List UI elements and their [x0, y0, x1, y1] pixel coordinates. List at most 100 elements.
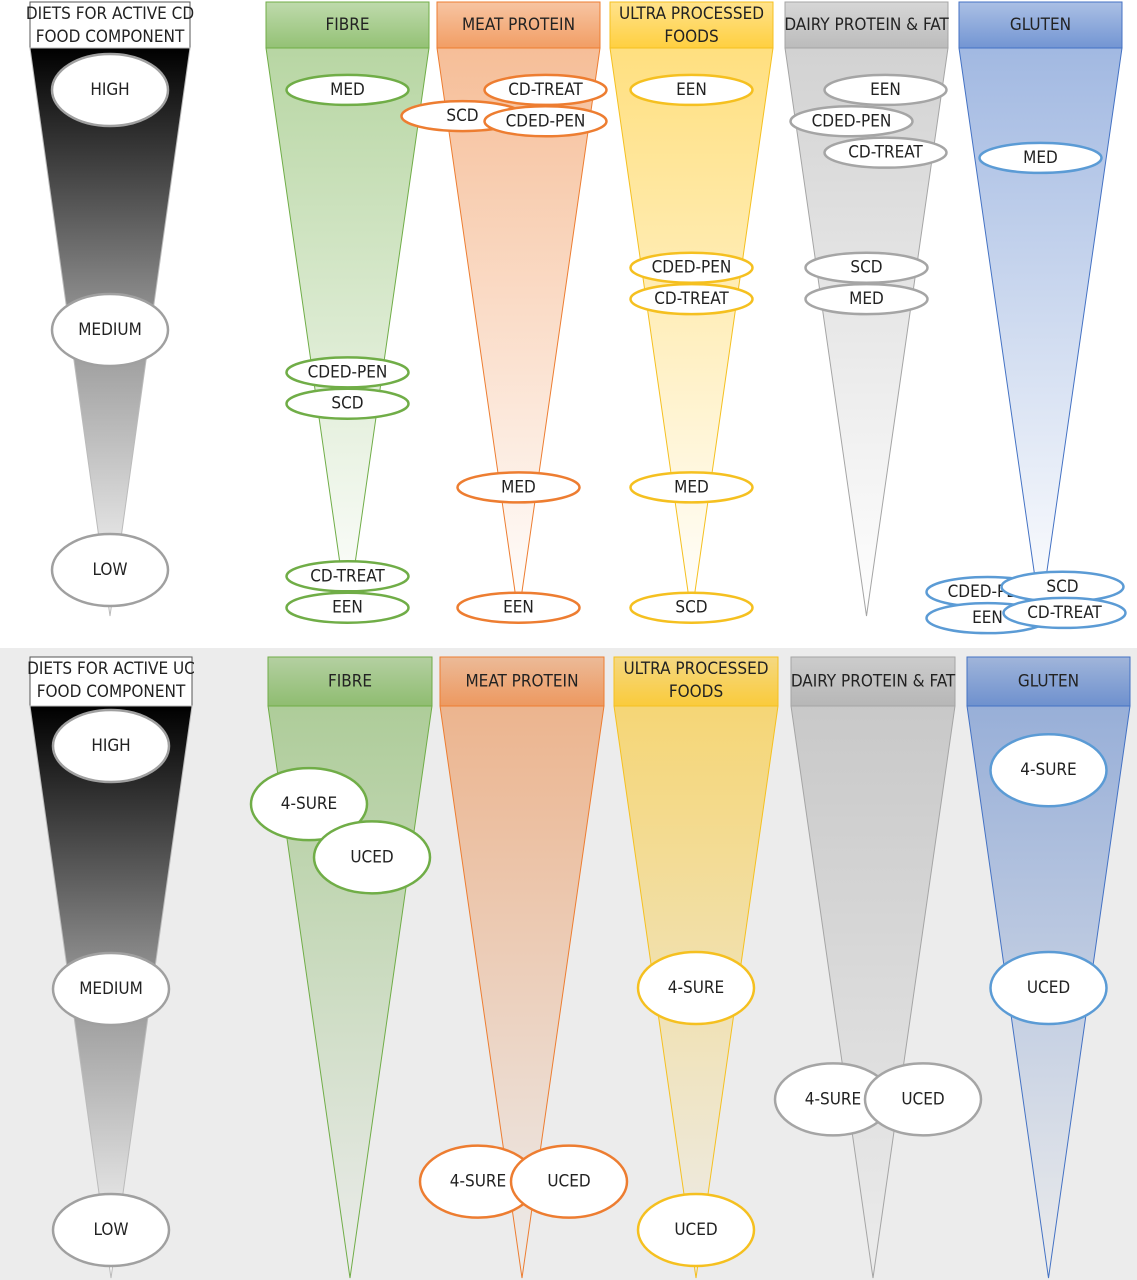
diet-label-cded-pen: CDED-PEN	[308, 362, 388, 382]
diet-oval-med	[629, 471, 754, 504]
column-header-meat	[436, 1, 601, 49]
level-oval-high	[51, 708, 171, 784]
diet-label-scd: SCD	[446, 106, 478, 126]
column-header-fibre	[265, 1, 430, 49]
column-header-label: MEAT PROTEIN	[465, 672, 578, 692]
diet-oval-cd-treat	[629, 282, 754, 316]
level-header	[29, 1, 191, 49]
diet-oval-uced	[509, 1144, 629, 1219]
level-label-medium: MEDIUM	[79, 979, 143, 999]
panel-cd: DIETS FOR ACTIVE CD FOOD COMPONENT HIGH MED…	[26, 1, 1127, 635]
diet-oval-cd-treat	[823, 136, 948, 169]
diet-label-scd: SCD	[675, 598, 707, 618]
diagram-title-line1: DIETS FOR ACTIVE UC	[27, 659, 195, 679]
level-label-medium: MEDIUM	[78, 320, 142, 340]
diet-label-cd-treat: CD-TREAT	[654, 289, 729, 309]
diagram-title-line1: DIETS FOR ACTIVE CD	[26, 4, 194, 24]
diet-label-med: MED	[501, 477, 536, 497]
diet-oval-med	[804, 282, 929, 316]
diet-label-uced: UCED	[674, 1220, 717, 1240]
diet-label-med: MED	[330, 80, 365, 100]
level-label-high: HIGH	[91, 736, 130, 756]
diet-oval-cd-treat	[285, 560, 410, 593]
diet-label-cded-pen: CDED-PEN	[506, 111, 586, 131]
column-header-label-line1: ULTRA PROCESSED	[623, 659, 768, 679]
diet-oval-4-sure	[249, 766, 369, 842]
level-oval-low	[51, 1192, 171, 1268]
diet-oval-een	[629, 73, 754, 107]
diet-label-4-sure: 4-SURE	[450, 1172, 506, 1192]
column-cone-meat	[439, 705, 605, 1279]
column-fibre: FIBRE 4-SURE UCED	[249, 656, 433, 1279]
diet-oval-med	[285, 73, 410, 107]
diet-label-4-sure: 4-SURE	[805, 1089, 861, 1109]
level-label-high: HIGH	[90, 80, 129, 100]
diet-oval-uced	[312, 820, 432, 895]
diagram-title-line2: FOOD COMPONENT	[37, 682, 186, 702]
diet-label-med: MED	[849, 289, 884, 309]
column-dairy: DAIRY PROTEIN & FAT EEN CDED-PEN CD-TREAT SC…	[784, 1, 949, 617]
diet-oval-cded-pen	[789, 105, 914, 138]
column-cone-upf	[609, 47, 774, 617]
diet-oval-cd-treat	[483, 73, 608, 107]
panel-uc: DIETS FOR ACTIVE UC FOOD COMPONENT HIGH MED…	[27, 656, 1131, 1279]
diet-label-een: EEN	[972, 608, 1003, 628]
diet-label-cd-treat: CD-TREAT	[848, 143, 923, 163]
diet-label-cd-treat: CD-TREAT	[310, 566, 385, 586]
level-oval-high	[50, 52, 170, 128]
diet-label-uced: UCED	[1027, 978, 1070, 998]
level-label-low: LOW	[93, 1220, 128, 1240]
diet-oval-4-sure	[989, 732, 1108, 808]
diet-label-een: EEN	[332, 598, 363, 618]
column-header-label: FIBRE	[328, 672, 372, 692]
diet-oval-uced	[636, 1192, 756, 1268]
diet-label-4-sure: 4-SURE	[1020, 760, 1076, 780]
column-cone-dairy	[784, 47, 949, 617]
column-header-dairy	[784, 1, 949, 49]
column-cone-dairy	[790, 705, 956, 1279]
column-header-label: MEAT PROTEIN	[462, 15, 575, 35]
diet-label-med: MED	[674, 477, 709, 497]
column-header-fibre	[267, 656, 433, 707]
diet-oval-cded-pen	[285, 356, 410, 389]
diet-oval-een	[823, 73, 948, 107]
diet-oval-med	[978, 141, 1103, 175]
column-header-label: DAIRY PROTEIN & FAT	[791, 672, 956, 692]
diet-label-uced: UCED	[350, 847, 393, 867]
column-header-label-line2: FOODS	[664, 27, 718, 47]
diet-label-een: EEN	[503, 598, 534, 618]
column-upf: ULTRA PROCESSEDFOODSEENCDED-PENCD-TREATM…	[609, 1, 774, 624]
diagram-title-line2: FOOD COMPONENT	[36, 27, 185, 47]
diet-label-scd: SCD	[1046, 577, 1078, 597]
diet-oval-4-sure	[636, 950, 756, 1026]
diet-oval-med	[456, 471, 581, 504]
diet-label-4-sure: 4-SURE	[668, 978, 724, 998]
diet-oval-een	[285, 591, 410, 624]
column-header-gluten	[958, 1, 1123, 49]
diet-label-een: EEN	[870, 80, 901, 100]
diet-label-cded-pen: CDED-PEN	[812, 111, 892, 131]
diet-label-med: MED	[1023, 148, 1058, 168]
diet-oval-cded-pen	[483, 105, 608, 138]
level-oval-medium	[51, 951, 171, 1027]
column-meat: MEAT PROTEIN 4-SURE UCED	[418, 656, 629, 1279]
diet-label-uced: UCED	[547, 1172, 590, 1192]
column-header-label: DAIRY PROTEIN & FAT	[784, 15, 949, 35]
diet-label-cd-treat: CD-TREAT	[508, 80, 583, 100]
column-header-label: GLUTEN	[1010, 15, 1071, 35]
level-oval-medium	[50, 292, 170, 368]
diet-oval-cd-treat	[1002, 596, 1127, 630]
diet-label-4-sure: 4-SURE	[281, 794, 337, 814]
diet-oval-cded-pen	[629, 251, 754, 284]
diet-oval-scd	[285, 387, 410, 420]
diet-label-scd: SCD	[850, 258, 882, 278]
diet-label-scd: SCD	[331, 394, 363, 414]
column-header-label-line2: FOODS	[669, 682, 723, 702]
diet-label-een: EEN	[676, 80, 707, 100]
column-header-upf	[613, 656, 779, 707]
level-label-low: LOW	[92, 560, 127, 580]
